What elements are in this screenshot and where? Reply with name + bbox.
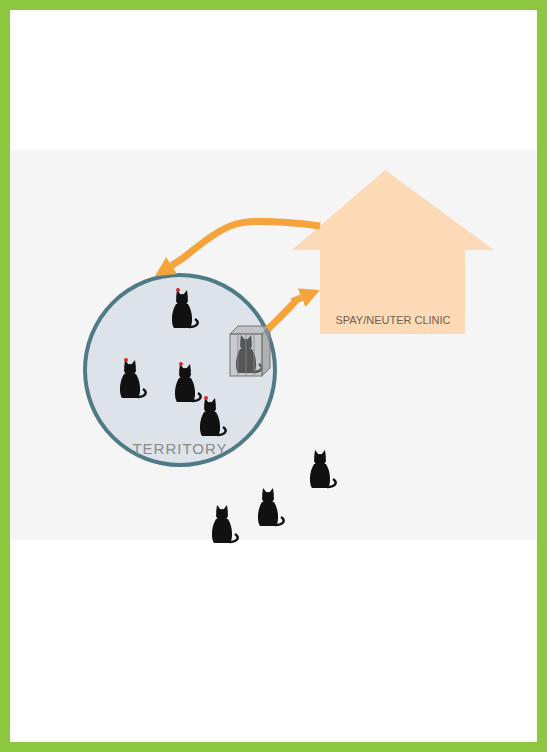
territory-circle-shape — [83, 273, 277, 467]
eartipped-cat — [120, 358, 146, 398]
region-label: TERRITORY — [83, 440, 277, 458]
grey-band — [10, 150, 537, 540]
house-outline — [292, 170, 494, 334]
cats-outside — [212, 450, 336, 543]
territory-circle: TERRITORY — [83, 273, 277, 467]
eartipped-cat — [175, 362, 201, 402]
flow-arrow — [268, 298, 302, 329]
clinic-house-shape — [290, 168, 496, 336]
flow-arrow — [172, 221, 320, 265]
eartipped-cat — [200, 396, 226, 436]
eartipped-cat — [172, 288, 198, 328]
building-label: SPAY/NEUTER CLINIC — [290, 314, 496, 327]
territory-outline — [85, 275, 275, 465]
cats-inside — [120, 288, 226, 436]
clinic-house: SPAY/NEUTER CLINIC — [290, 168, 496, 336]
trap — [230, 326, 270, 376]
